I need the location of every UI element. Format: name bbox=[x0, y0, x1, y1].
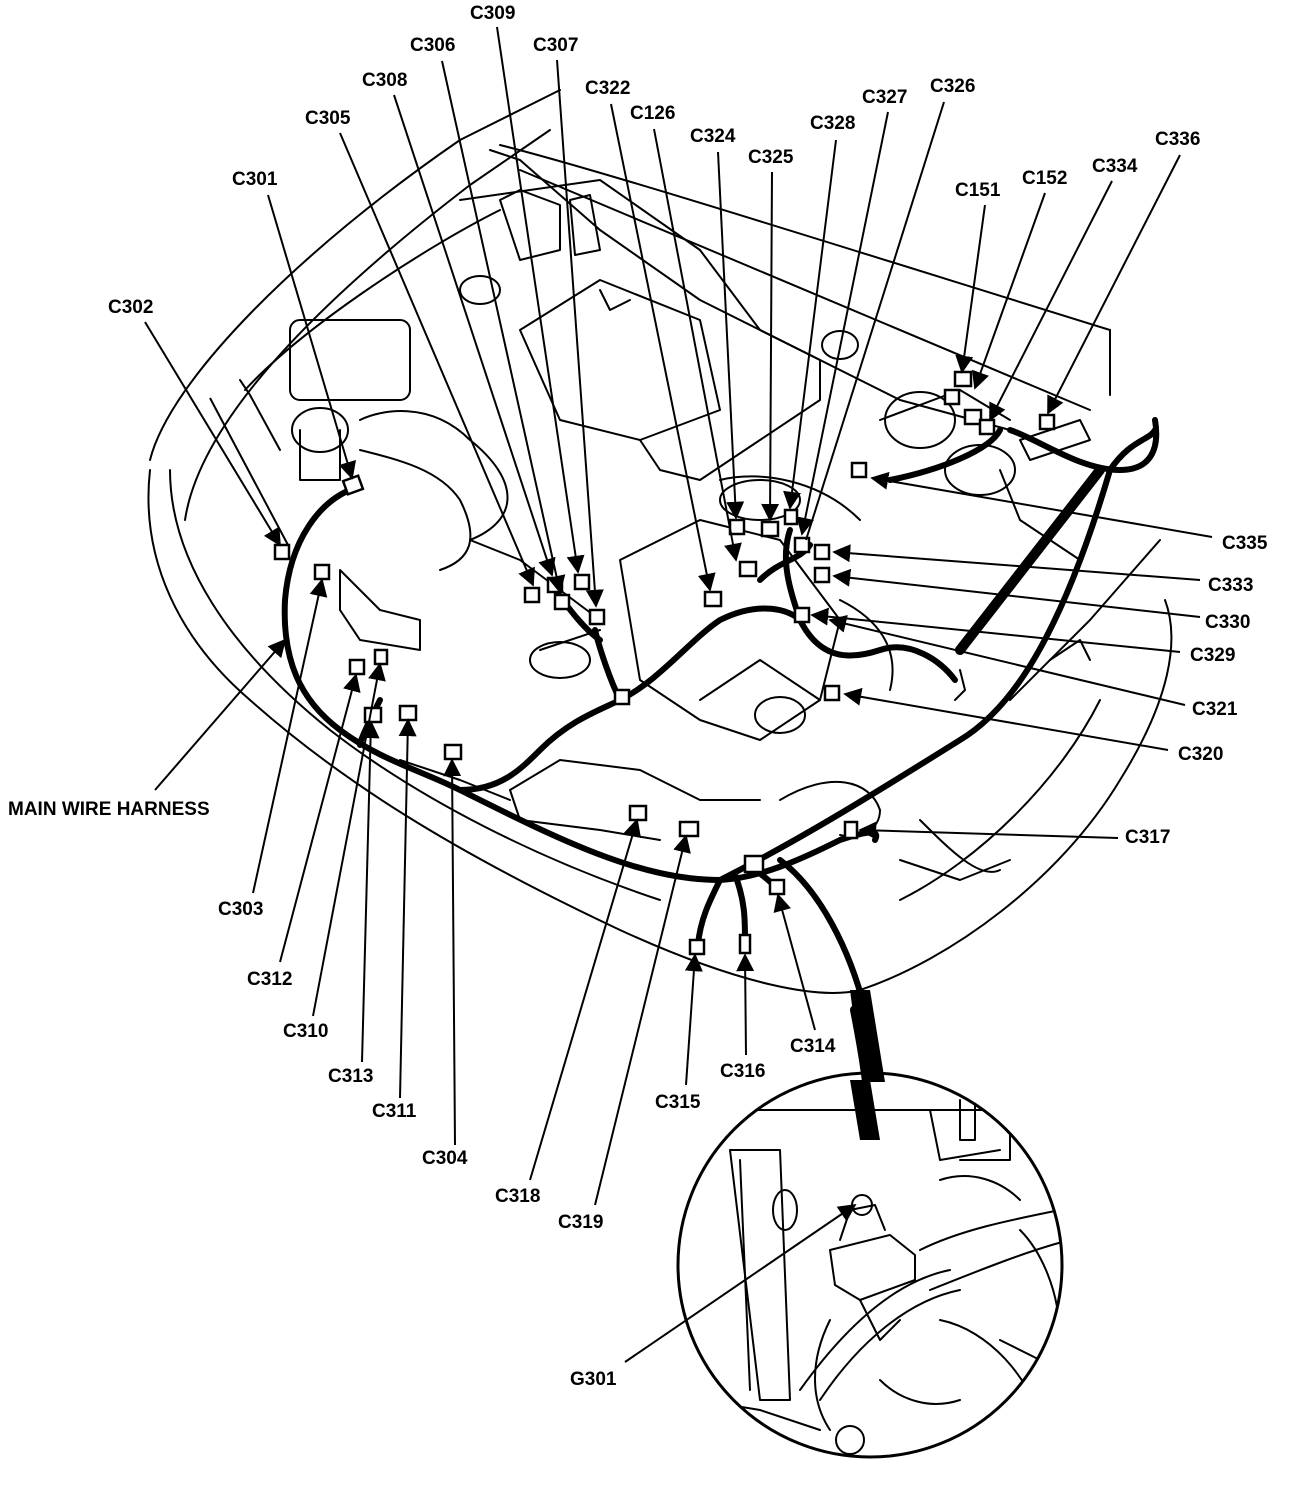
g301-detail-inset bbox=[676, 1071, 1064, 1459]
label-c317: C317 bbox=[1125, 827, 1171, 848]
label-c320: C320 bbox=[1178, 744, 1224, 765]
label-c305: C305 bbox=[305, 108, 351, 129]
label-c324: C324 bbox=[690, 126, 736, 147]
main-wire-harness-path bbox=[281, 417, 1160, 1083]
label-c333: C333 bbox=[1208, 575, 1254, 596]
label-c314: C314 bbox=[790, 1036, 836, 1057]
label-c328: C328 bbox=[810, 113, 856, 134]
harness-drop-to-inset bbox=[850, 990, 885, 1082]
label-c329: C329 bbox=[1190, 645, 1236, 666]
label-main-wire-harness: MAIN WIRE HARNESS bbox=[8, 799, 210, 820]
label-c311: C311 bbox=[372, 1101, 417, 1122]
label-c336: C336 bbox=[1155, 129, 1201, 150]
label-c307: C307 bbox=[533, 35, 579, 56]
label-c327: C327 bbox=[862, 87, 908, 108]
label-c334: C334 bbox=[1092, 156, 1138, 177]
label-c151: C151 bbox=[955, 180, 1001, 201]
label-c308: C308 bbox=[362, 70, 408, 91]
label-leader-lines bbox=[144, 26, 1213, 1363]
label-c306: C306 bbox=[410, 35, 456, 56]
label-c335: C335 bbox=[1222, 533, 1268, 554]
label-c312: C312 bbox=[247, 969, 293, 990]
label-c313: C313 bbox=[328, 1066, 374, 1087]
label-c303: C303 bbox=[218, 899, 264, 920]
label-c126: C126 bbox=[630, 103, 676, 124]
label-c325: C325 bbox=[748, 147, 794, 168]
label-c321: C321 bbox=[1192, 699, 1238, 720]
label-c315: C315 bbox=[655, 1092, 701, 1113]
label-c304: C304 bbox=[422, 1148, 468, 1169]
label-c322: C322 bbox=[585, 78, 631, 99]
label-c302: C302 bbox=[108, 297, 154, 318]
label-g301: G301 bbox=[570, 1369, 617, 1390]
label-c152: C152 bbox=[1022, 168, 1068, 189]
label-c309: C309 bbox=[470, 3, 516, 24]
label-c326: C326 bbox=[930, 76, 976, 97]
label-c318: C318 bbox=[495, 1186, 541, 1207]
label-c330: C330 bbox=[1205, 612, 1251, 633]
label-c301: C301 bbox=[232, 169, 278, 190]
label-c310: C310 bbox=[283, 1021, 329, 1042]
label-c319: C319 bbox=[558, 1212, 604, 1233]
label-c316: C316 bbox=[720, 1061, 766, 1082]
connector-blocks bbox=[273, 370, 1056, 956]
